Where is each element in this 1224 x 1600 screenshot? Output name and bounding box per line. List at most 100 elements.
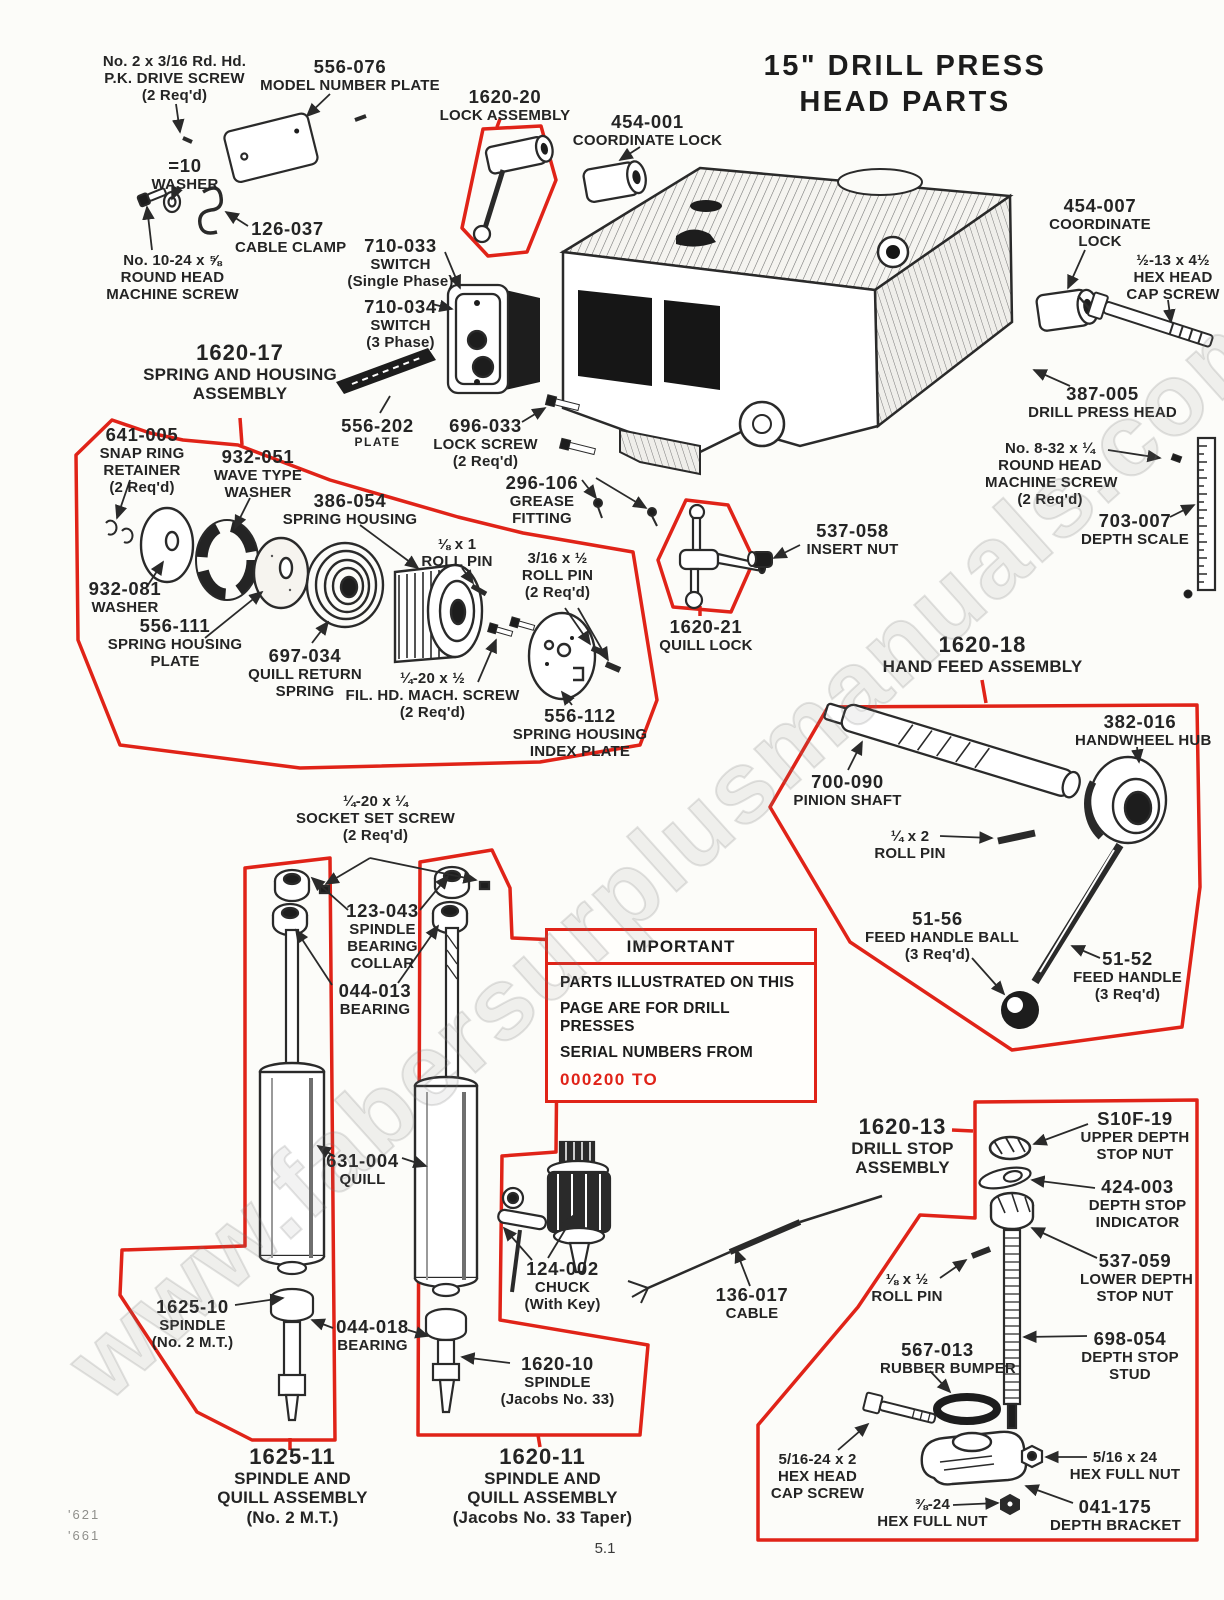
label-line: 697-034 (268, 645, 342, 666)
label-line: MODEL NUMBER PLATE (260, 77, 440, 95)
label-line: 567-013 (901, 1339, 974, 1360)
label-line: COLLAR (350, 955, 415, 973)
label-line: (Jacobs No. 33) (500, 1391, 615, 1409)
label-556-076: 556-076 MODEL NUMBER PLATE (255, 56, 445, 94)
important-line: SERIAL NUMBERS FROM (560, 1044, 753, 1061)
label-line: 454-001 (611, 111, 684, 132)
label-line: QUILL ASSEMBLY (217, 1488, 368, 1508)
snap-ring-retainer-drawing (105, 519, 134, 544)
spindle-quill-jacobs-outline (416, 848, 650, 1437)
label-line: ROUND HEAD (998, 457, 1102, 475)
label-socket-set-screw: ¼-20 x ¼ SOCKET SET SCREW (2 Req'd) (288, 793, 463, 844)
label-386-054: 386-054 SPRING HOUSING (250, 490, 450, 528)
label-line: (2 Req'd) (109, 479, 175, 497)
label-line: 3/16 x ½ (527, 550, 588, 567)
label-line: QUILL ASSEMBLY (467, 1488, 618, 1508)
serial-number-range: 000200 TO (560, 1070, 659, 1089)
pinion-shaft-drawing (823, 702, 1081, 799)
label-line: LOWER DEPTH (1080, 1271, 1194, 1289)
label-line: 698-054 (1093, 1328, 1167, 1349)
label-line: 556-076 (313, 56, 387, 77)
stamp-line: '661 (68, 1527, 101, 1543)
label-line: SPRING AND HOUSING (143, 365, 337, 385)
label-line: 044-013 (338, 980, 412, 1001)
label-line: DEPTH SCALE (1080, 531, 1190, 549)
label-line: 556-112 (544, 705, 616, 726)
label-51-56: 51-56 FEED HANDLE BALL (3 Req'd) (865, 908, 1019, 963)
label-line: SPINDLE (159, 1317, 226, 1335)
label-line: (2 Req'd) (1017, 491, 1083, 509)
depth-scale-drawing (1170, 436, 1217, 599)
label-line: INDICATOR (1095, 1214, 1180, 1232)
label-line: 387-005 (1066, 383, 1139, 404)
label-5-16-nut: 5/16 x 24 HEX FULL NUT (1065, 1449, 1185, 1483)
label-556-202: 556-202 PLATE (335, 415, 420, 450)
label-line: HAND FEED ASSEMBLY (882, 657, 1083, 677)
label-line: WASHER (91, 599, 159, 617)
label-123-043: 123-043 SPINDLE BEARING COLLAR (325, 900, 440, 972)
handwheel-hub-drawing (1084, 755, 1168, 845)
label-line: 5/16 x 24 (1092, 1449, 1158, 1466)
hex-full-nut-3-8-drawing (1000, 1493, 1020, 1516)
label-line: CABLE CLAMP (235, 239, 347, 257)
label-line: RUBBER BUMPER (880, 1360, 1016, 1378)
lock-assembly-drawing (472, 134, 554, 244)
label-line: ROLL PIN (521, 567, 594, 585)
important-header: IMPORTANT (548, 931, 814, 965)
label-line: (2 Req'd) (399, 704, 466, 722)
label-line: SPINDLE (349, 921, 416, 939)
label-124-002: 124-002 CHUCK (With Key) (490, 1258, 635, 1313)
label-line: SPRING HOUSING (282, 511, 418, 529)
label-line: GREASE (509, 493, 575, 511)
label-698-054: 698-054 DEPTH STOP STUD (1075, 1328, 1185, 1383)
label-line: ASSEMBLY (855, 1158, 950, 1178)
label-387-005: 387-005 DRILL PRESS HEAD (1020, 383, 1185, 421)
label-line: SWITCH (370, 256, 431, 274)
label-line: HEX FULL NUT (877, 1513, 988, 1531)
label-line: ROLL PIN (871, 1288, 943, 1306)
label-line: (No. 2 M.T.) (246, 1507, 339, 1527)
important-line: PAGE ARE FOR DRILL PRESSES (560, 1000, 730, 1035)
label-line: CAP SCREW (1126, 286, 1220, 304)
label-line: ROLL PIN (874, 845, 946, 863)
label-line: 1620-20 (468, 86, 542, 107)
spring-housing-plate-drawing (252, 536, 310, 610)
coordinate-lock-454-001-drawing (582, 160, 647, 204)
label-1620-21: 1620-21 QUILL LOCK (636, 616, 776, 654)
label-line: (3 Phase) (366, 334, 435, 352)
label-line: 703-007 (1098, 510, 1172, 531)
lower-depth-stop-nut-drawing (989, 1191, 1035, 1231)
label-line: PLATE (150, 653, 200, 671)
drill-stop-assembly-outline (756, 1098, 1199, 1542)
label-line: SNAP RING (99, 445, 185, 463)
label-line: 556-202 (341, 415, 414, 436)
label-line: QUILL LOCK (659, 637, 753, 655)
label-line: 041-175 (1078, 1496, 1152, 1517)
label-line: 51-52 (1102, 948, 1153, 969)
label-line: ⅜-24 (915, 1496, 950, 1513)
label-line: 123-043 (346, 900, 419, 921)
label-line: HANDWHEEL HUB (1075, 732, 1212, 750)
label-line: ¼ x 2 (890, 828, 930, 845)
label-1620-11: 1620-11 SPINDLE AND QUILL ASSEMBLY (Jaco… (425, 1444, 660, 1527)
label-537-058: 537-058 INSERT NUT (780, 520, 925, 558)
label-044-018: 044-018 BEARING (315, 1316, 430, 1354)
label-line: WAVE TYPE (213, 467, 303, 485)
drill-press-head-drawing (559, 166, 1014, 476)
page-title-line2: HEAD PARTS (799, 86, 1011, 119)
label-line: STOP NUT (1096, 1146, 1174, 1164)
label-697-034: 697-034 QUILL RETURN SPRING (240, 645, 370, 700)
label-line: 1620-10 (521, 1353, 594, 1374)
label-line: (Single Phase) (347, 273, 454, 291)
label-line: 932-081 (88, 578, 162, 599)
spring-housing-assembly-outline (74, 418, 659, 770)
label-line: S10F-19 (1097, 1108, 1173, 1129)
label-line: FITTING (512, 510, 572, 528)
label-line: ASSEMBLY (192, 384, 288, 404)
label-10-24-screw: No. 10-24 x ⅝ ROUND HEAD MACHINE SCREW (100, 252, 245, 303)
label-line: ⅛ x ½ (885, 1271, 929, 1288)
label-line: 5/16-24 x 2 (778, 1451, 857, 1468)
label-line: CABLE (725, 1305, 779, 1323)
